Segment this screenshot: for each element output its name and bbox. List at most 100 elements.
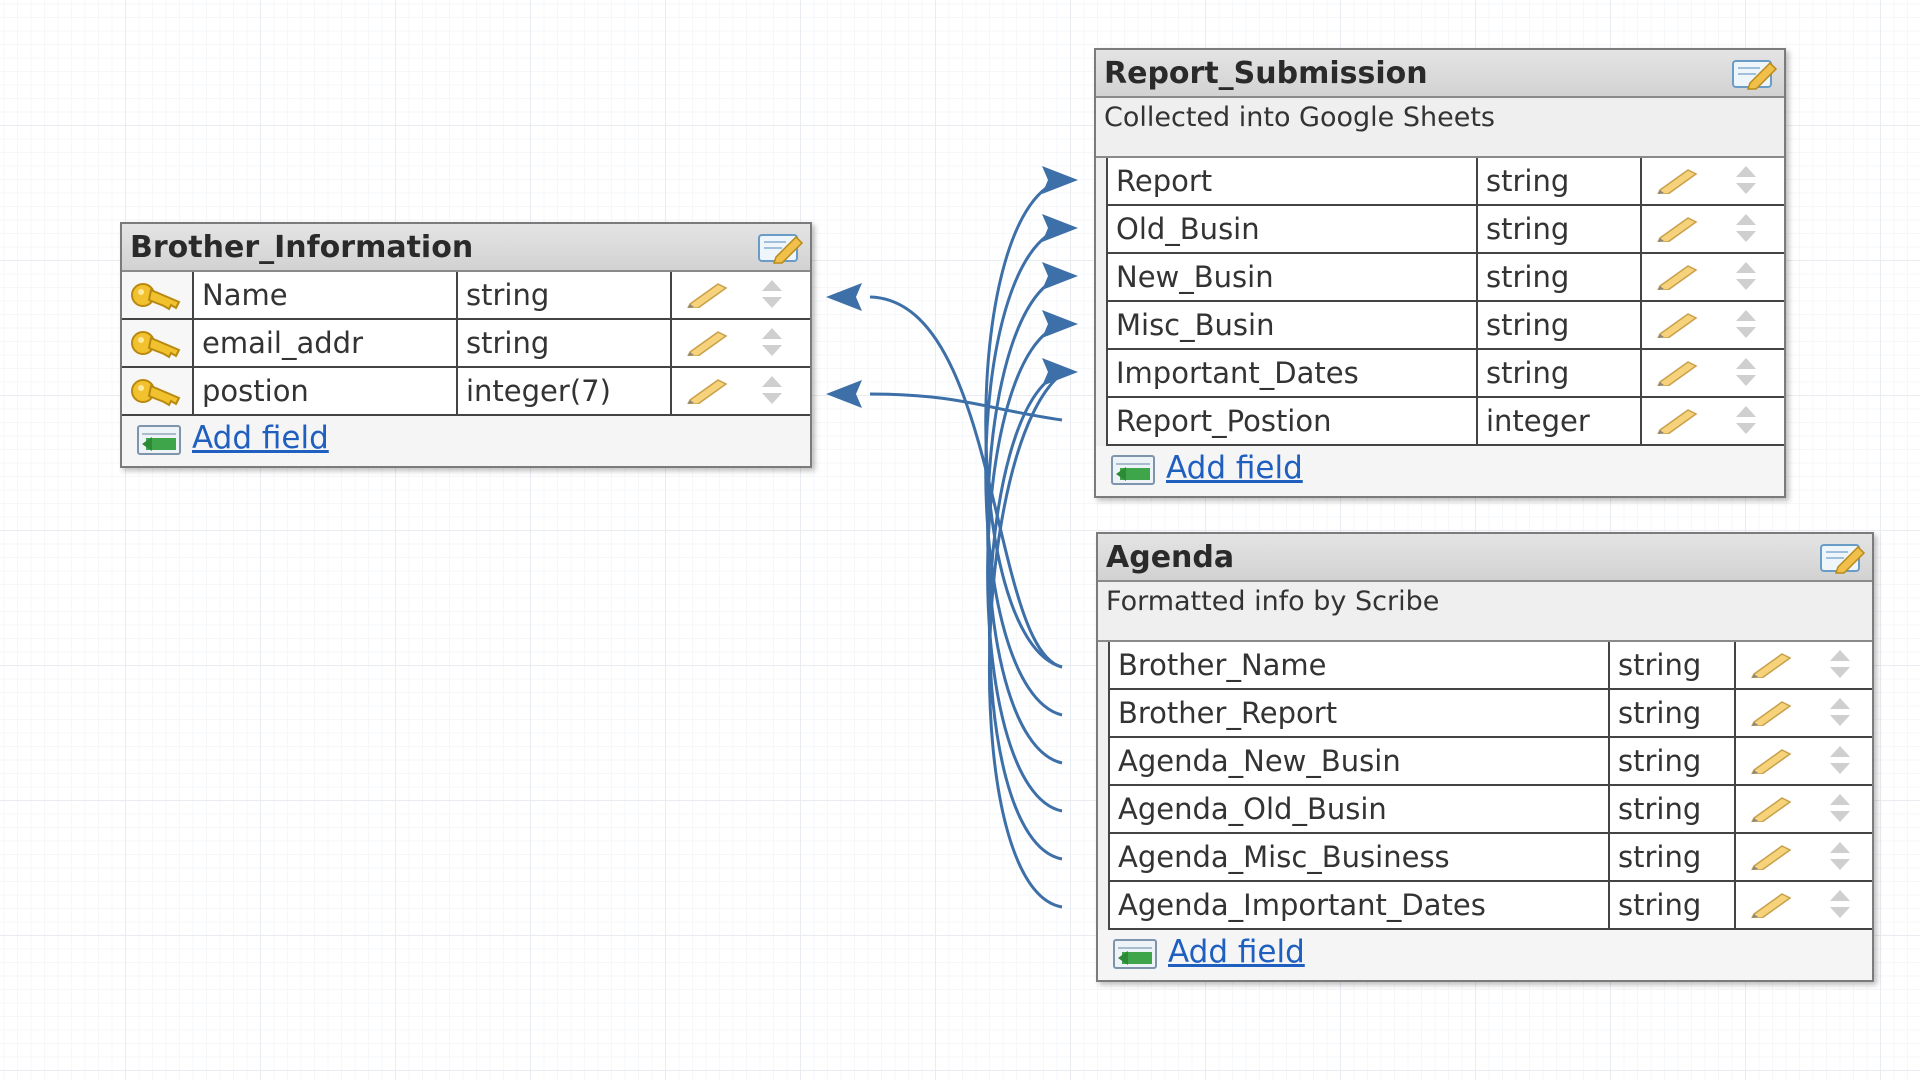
field-row[interactable]: email_addr string bbox=[122, 320, 810, 368]
field-name[interactable]: Agenda_Misc_Business bbox=[1108, 834, 1610, 880]
field-type[interactable]: string bbox=[1610, 786, 1736, 832]
field-name[interactable]: Brother_Report bbox=[1108, 690, 1610, 736]
up-down-arrows-icon[interactable] bbox=[1732, 260, 1760, 292]
field-type[interactable]: string bbox=[1478, 206, 1642, 252]
field-type[interactable]: string bbox=[1478, 350, 1642, 396]
up-down-arrows-icon[interactable] bbox=[1826, 744, 1854, 776]
pencil-icon[interactable] bbox=[1656, 212, 1700, 242]
pencil-icon[interactable] bbox=[1750, 840, 1794, 870]
field-row[interactable]: Agenda_Old_Busin string bbox=[1108, 786, 1872, 834]
add-field-icon[interactable] bbox=[136, 424, 182, 456]
key-icon bbox=[131, 283, 181, 311]
field-row[interactable]: Misc_Busin string bbox=[1106, 302, 1784, 350]
up-down-arrows-icon[interactable] bbox=[1826, 648, 1854, 680]
field-name[interactable]: New_Busin bbox=[1106, 254, 1478, 300]
field-type[interactable]: integer(7) bbox=[458, 368, 672, 414]
up-down-arrows-icon[interactable] bbox=[1826, 840, 1854, 872]
field-name[interactable]: Agenda_Important_Dates bbox=[1108, 882, 1610, 928]
add-field-link[interactable]: Add field bbox=[1168, 934, 1305, 970]
pencil-notepad-icon[interactable] bbox=[1818, 540, 1866, 574]
pencil-icon[interactable] bbox=[1656, 308, 1700, 338]
up-down-arrows-icon[interactable] bbox=[1732, 356, 1760, 388]
field-type[interactable]: string bbox=[458, 320, 672, 366]
field-row[interactable]: postion integer(7) bbox=[122, 368, 810, 416]
pencil-icon[interactable] bbox=[1750, 792, 1794, 822]
field-name[interactable]: Brother_Name bbox=[1108, 642, 1610, 688]
field-name[interactable]: Agenda_New_Busin bbox=[1108, 738, 1610, 784]
pencil-icon[interactable] bbox=[686, 374, 730, 404]
field-type[interactable]: string bbox=[1478, 158, 1642, 204]
field-type[interactable]: string bbox=[1478, 302, 1642, 348]
field-row[interactable]: Report string bbox=[1106, 158, 1784, 206]
table-header[interactable]: Report_Submission bbox=[1096, 50, 1784, 98]
row-actions bbox=[1642, 302, 1782, 348]
add-field-icon[interactable] bbox=[1110, 454, 1156, 486]
key-cell bbox=[122, 320, 194, 366]
add-field-link[interactable]: Add field bbox=[192, 420, 329, 456]
field-row[interactable]: Brother_Name string bbox=[1108, 642, 1872, 690]
field-row[interactable]: Old_Busin string bbox=[1106, 206, 1784, 254]
field-type[interactable]: string bbox=[458, 272, 672, 318]
table-header[interactable]: Agenda bbox=[1098, 534, 1872, 582]
key-icon bbox=[131, 331, 181, 359]
field-name[interactable]: Name bbox=[194, 272, 458, 318]
field-row[interactable]: Report_Postion integer bbox=[1106, 398, 1784, 446]
field-row[interactable]: Brother_Report string bbox=[1108, 690, 1872, 738]
field-name[interactable]: postion bbox=[194, 368, 458, 414]
pencil-icon[interactable] bbox=[1656, 260, 1700, 290]
up-down-arrows-icon[interactable] bbox=[1732, 212, 1760, 244]
field-type[interactable]: string bbox=[1610, 834, 1736, 880]
field-type[interactable]: string bbox=[1610, 642, 1736, 688]
pencil-icon[interactable] bbox=[1750, 696, 1794, 726]
field-row[interactable]: Agenda_Misc_Business string bbox=[1108, 834, 1872, 882]
up-down-arrows-icon[interactable] bbox=[758, 374, 786, 406]
field-row[interactable]: Important_Dates string bbox=[1106, 350, 1784, 398]
field-type[interactable]: string bbox=[1478, 254, 1642, 300]
pencil-icon[interactable] bbox=[1656, 356, 1700, 386]
up-down-arrows-icon[interactable] bbox=[1826, 792, 1854, 824]
field-row[interactable]: New_Busin string bbox=[1106, 254, 1784, 302]
connector-agenda-misc-to-important-dates bbox=[988, 370, 1065, 861]
pencil-notepad-icon[interactable] bbox=[756, 230, 804, 264]
connector-agenda-brother-name-to-report bbox=[984, 178, 1065, 669]
pencil-icon[interactable] bbox=[1750, 744, 1794, 774]
add-field-icon[interactable] bbox=[1112, 938, 1158, 970]
arrowhead-misc-busin bbox=[1042, 310, 1078, 338]
table-agenda[interactable]: Agenda Formatted info by Scribe Brother_… bbox=[1096, 532, 1874, 982]
connector-report-postion-to-postion bbox=[869, 392, 1063, 422]
field-name[interactable]: Report bbox=[1106, 158, 1478, 204]
pencil-icon[interactable] bbox=[1656, 404, 1700, 434]
field-row[interactable]: Agenda_New_Busin string bbox=[1108, 738, 1872, 786]
field-type[interactable]: string bbox=[1610, 690, 1736, 736]
field-name[interactable]: Misc_Busin bbox=[1106, 302, 1478, 348]
field-name[interactable]: Agenda_Old_Busin bbox=[1108, 786, 1610, 832]
field-name[interactable]: Old_Busin bbox=[1106, 206, 1478, 252]
field-type[interactable]: string bbox=[1610, 738, 1736, 784]
pencil-icon[interactable] bbox=[686, 278, 730, 308]
up-down-arrows-icon[interactable] bbox=[1826, 888, 1854, 920]
field-row[interactable]: Agenda_Important_Dates string bbox=[1108, 882, 1872, 930]
pencil-icon[interactable] bbox=[1656, 164, 1700, 194]
table-header[interactable]: Brother_Information bbox=[122, 224, 810, 272]
pencil-icon[interactable] bbox=[1750, 648, 1794, 678]
table-report-submission[interactable]: Report_Submission Collected into Google … bbox=[1094, 48, 1786, 498]
up-down-arrows-icon[interactable] bbox=[1732, 404, 1760, 436]
field-row[interactable]: Name string bbox=[122, 272, 810, 320]
field-name[interactable]: Report_Postion bbox=[1106, 398, 1478, 444]
field-type[interactable]: integer bbox=[1478, 398, 1642, 444]
up-down-arrows-icon[interactable] bbox=[1732, 308, 1760, 340]
row-actions bbox=[1736, 786, 1872, 832]
up-down-arrows-icon[interactable] bbox=[758, 278, 786, 310]
table-brother-information[interactable]: Brother_Information Name string bbox=[120, 222, 812, 468]
up-down-arrows-icon[interactable] bbox=[1732, 164, 1760, 196]
up-down-arrows-icon[interactable] bbox=[1826, 696, 1854, 728]
field-name[interactable]: email_addr bbox=[194, 320, 458, 366]
pencil-notepad-icon[interactable] bbox=[1730, 56, 1778, 90]
field-name[interactable]: Important_Dates bbox=[1106, 350, 1478, 396]
pencil-icon[interactable] bbox=[1750, 888, 1794, 918]
add-field-link[interactable]: Add field bbox=[1166, 450, 1303, 486]
field-type[interactable]: string bbox=[1610, 882, 1736, 928]
pencil-icon[interactable] bbox=[686, 326, 730, 356]
up-down-arrows-icon[interactable] bbox=[758, 326, 786, 358]
